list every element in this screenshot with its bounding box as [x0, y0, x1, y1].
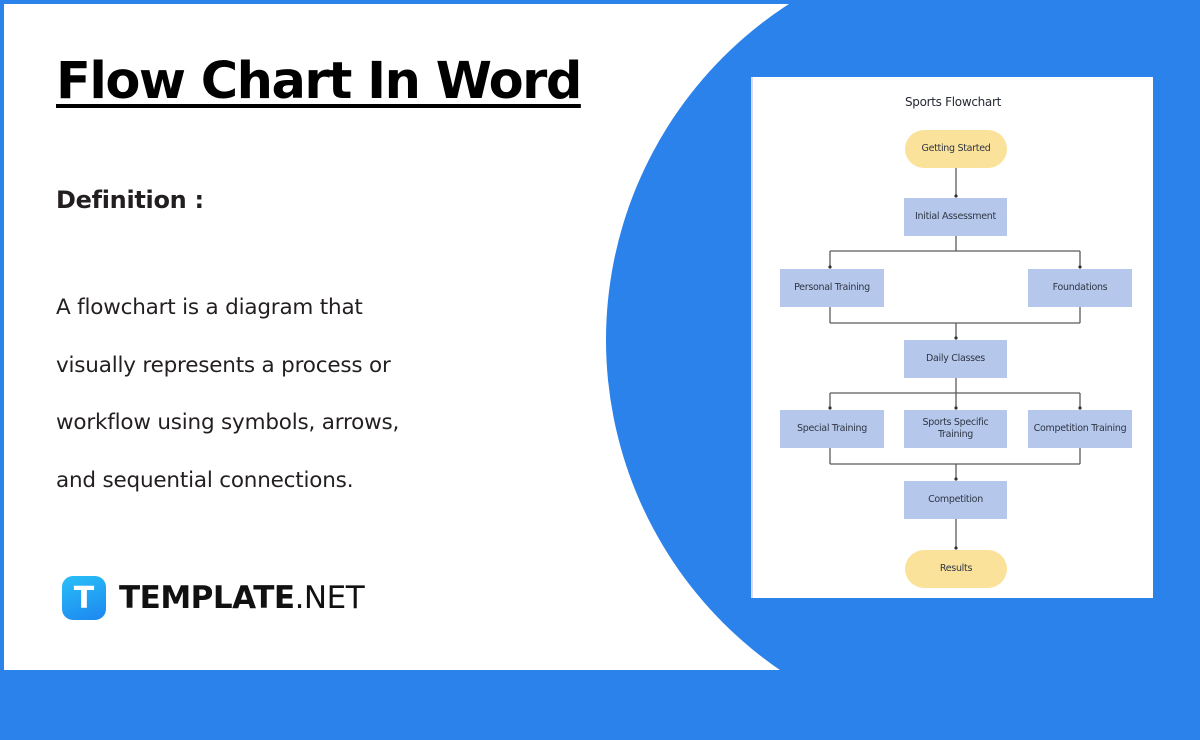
node-getting-started: Getting Started [905, 130, 1007, 168]
brand-name-light: .NET [294, 580, 365, 616]
node-initial-assessment: Initial Assessment [904, 198, 1007, 236]
node-personal-training: Personal Training [780, 269, 884, 307]
node-special-training: Special Training [780, 410, 884, 448]
flowchart-connectors [828, 168, 1082, 550]
definition-text: A flowchart is a diagram that visually r… [56, 279, 516, 509]
node-competition-training: Competition Training [1028, 410, 1132, 448]
brand-name: TEMPLATE.NET [119, 580, 365, 616]
node-daily-classes: Daily Classes [904, 340, 1007, 378]
brand-logo[interactable]: T TEMPLATE.NET [62, 576, 365, 620]
flowchart-title: Sports Flowchart [904, 95, 1002, 109]
node-competition: Competition [904, 481, 1007, 519]
node-foundations: Foundations [1028, 269, 1132, 307]
definition-line: workflow using symbols, arrows, [56, 410, 400, 435]
template-logo-icon: T [62, 576, 106, 620]
page-title: Flow Chart In Word [56, 52, 582, 111]
definition-line: and sequential connections. [56, 467, 354, 493]
node-sports-specific-training: Sports Specific Training [904, 410, 1007, 448]
flowchart-card: Sports Flowchart Getting Started Initial… [751, 77, 1153, 598]
definition-line: visually represents a process or [56, 352, 391, 378]
node-results: Results [905, 550, 1007, 588]
brand-name-bold: TEMPLATE [119, 580, 295, 616]
definition-line: A flowchart is a diagram that [56, 295, 363, 320]
definition-label: Definition : [56, 186, 204, 214]
